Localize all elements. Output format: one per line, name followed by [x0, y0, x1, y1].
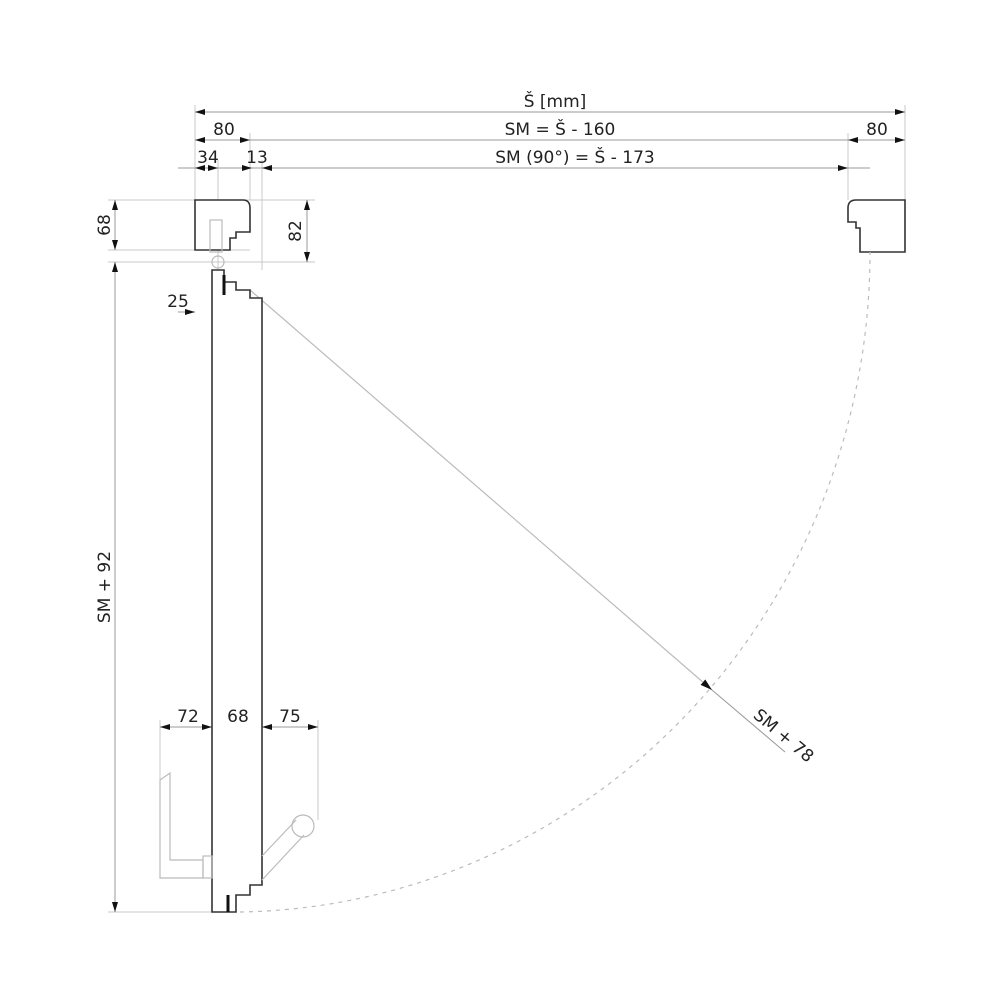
label-depth-82: 82 — [286, 220, 306, 242]
outer-handle — [261, 814, 315, 881]
label-handle-inner: 72 — [177, 707, 199, 727]
label-wall-depth-68: 68 — [95, 214, 115, 236]
label-sm90-formula: SM (90°) = Š - 173 — [495, 146, 655, 168]
label-right-wall-width: 80 — [866, 120, 888, 140]
right-wall-profile — [847, 199, 906, 253]
door-leaf — [211, 269, 263, 913]
label-total-width: Š [mm] — [524, 90, 587, 112]
label-handle-outer: 75 — [279, 707, 301, 727]
hinge-pivot — [211, 255, 225, 269]
dimension-lines — [112, 109, 905, 912]
label-offset-25: 25 — [167, 292, 189, 312]
label-door-thickness: 68 — [227, 707, 249, 727]
label-offset-13: 13 — [246, 148, 268, 168]
label-left-wall-width: 80 — [213, 120, 235, 140]
door-swing-arc — [239, 251, 871, 913]
label-offset-34: 34 — [197, 148, 219, 168]
label-sm-formula: SM = Š - 160 — [505, 118, 616, 140]
label-door-height: SM + 92 — [95, 551, 115, 623]
hinge-icon — [209, 219, 223, 253]
label-swing-radius: SM + 78 — [749, 705, 817, 767]
inner-handle — [159, 771, 213, 879]
